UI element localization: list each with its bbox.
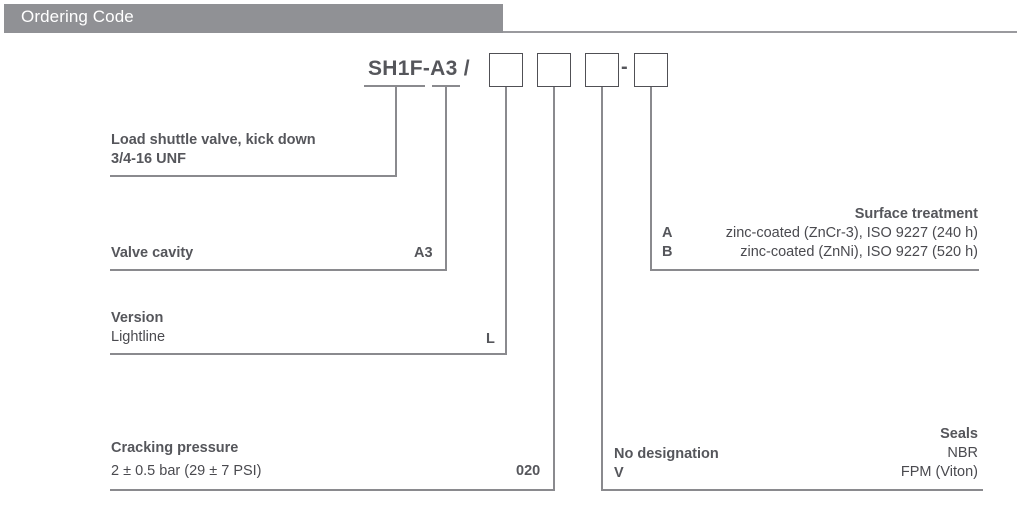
version-label: Lightline [111,329,166,345]
seals-option-value: FPM (Viton) [900,464,978,480]
underline-type [364,85,425,87]
surface-option-value: zinc-coated (ZnCr-3), ISO 9227 (240 h) [725,225,978,241]
connector-cavity-horizontal [110,269,447,271]
cracking-pressure-label: 2 ± 0.5 bar (29 ± 7 PSI) [111,463,262,479]
connector-pressure-vertical [553,87,555,490]
seals-option-value: NBR [947,445,978,461]
cracking-pressure-title: Cracking pressure [111,440,239,456]
type-label-line1: Load shuttle valve, kick down [111,132,316,148]
cracking-pressure-code: 020 [516,463,541,479]
connector-cavity-vertical [445,85,447,270]
surface-option-code: A [662,225,673,241]
connector-surface-vertical [650,87,652,270]
surface-treatment-title: Surface treatment [854,206,978,222]
seals-option-code: V [614,465,624,481]
code-separator: - [621,56,628,78]
connector-version-vertical [505,87,507,354]
connector-surface-horizontal [650,269,979,271]
valve-cavity-code: A3 [414,245,433,261]
code-box-surface-treatment [634,53,668,87]
seals-title: Seals [940,426,978,442]
surface-option-code: B [662,244,673,260]
connector-type-horizontal [110,175,397,177]
ordering-code-prefix: SH1F-A3 / [368,57,470,80]
surface-option-value: zinc-coated (ZnNi), ISO 9227 (520 h) [740,244,978,260]
section-title: Ordering Code [21,7,134,26]
type-label-line2: 3/4-16 UNF [111,151,186,167]
connector-seals-horizontal [601,489,983,491]
connector-version-horizontal [110,353,507,355]
connector-seals-vertical [601,87,603,490]
code-box-seals [585,53,619,87]
connector-type-vertical [395,85,397,176]
seals-option-code: No designation [614,446,719,462]
section-header-bar [4,4,503,33]
valve-cavity-label: Valve cavity [111,245,194,261]
version-code: L [486,331,495,347]
code-box-cracking-pressure [537,53,571,87]
connector-pressure-horizontal [110,489,555,491]
code-box-version [489,53,523,87]
header-rule [503,31,1017,33]
version-title: Version [111,310,164,326]
